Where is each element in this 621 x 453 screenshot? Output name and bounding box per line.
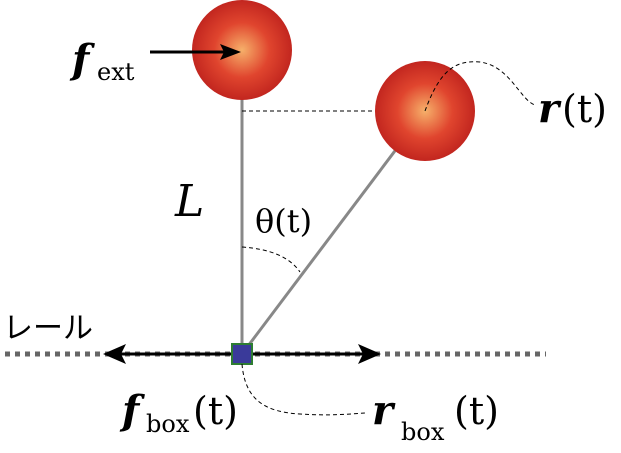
label-f-box-sub: box: [146, 410, 190, 438]
ball-initial: [192, 0, 292, 100]
f-box-arrowhead-left: [103, 344, 126, 364]
r-box-leader-line: [241, 363, 366, 416]
label-theta: θ(t): [255, 202, 312, 240]
label-rail: レール: [3, 311, 93, 346]
label-f-box-main: f: [119, 387, 145, 434]
label-r-box-sub: box: [401, 418, 445, 446]
f-box-arrowhead-right: [358, 344, 381, 364]
label-f-box-arg: (t): [193, 389, 238, 433]
label-r-main: r: [538, 85, 562, 132]
label-f-ext-main: f: [69, 36, 95, 83]
label-f-ext-sub: ext: [97, 58, 135, 86]
rod-tilted: [240, 110, 427, 355]
angle-arc: [241, 246, 301, 273]
label-length-L: L: [174, 176, 204, 227]
r-leader-line: [424, 61, 536, 112]
f-ext-arrowhead: [220, 44, 241, 60]
label-r-box-arg: (t): [454, 389, 499, 433]
label-r-box-main: r: [372, 387, 396, 434]
label-r-arg: (t): [562, 87, 607, 131]
cart-box: [231, 343, 253, 365]
